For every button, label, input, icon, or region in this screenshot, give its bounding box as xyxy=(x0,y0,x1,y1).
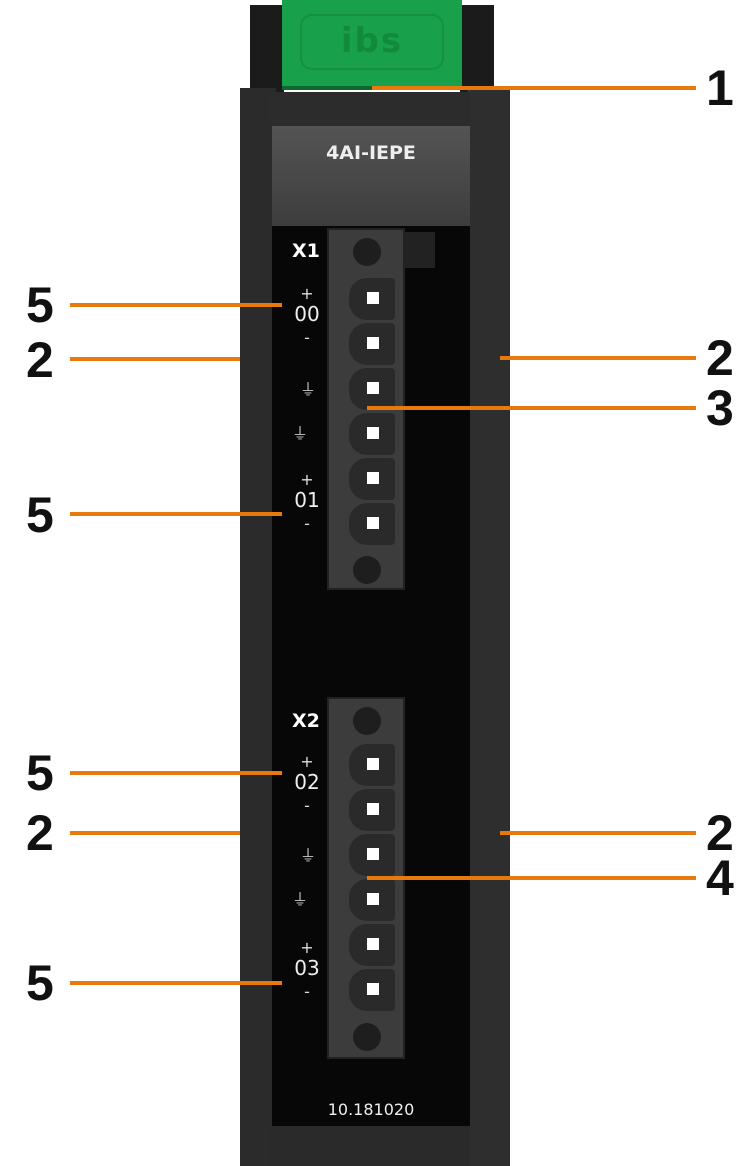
left-rail xyxy=(240,88,276,1166)
plus-mark: + xyxy=(300,752,314,771)
screw-hole xyxy=(353,238,381,266)
plus-mark: + xyxy=(300,470,314,489)
terminal-pin xyxy=(349,278,395,320)
connector-label-x2: X2 xyxy=(292,710,320,732)
callout-number-1: 1 xyxy=(706,60,734,116)
minus-mark: - xyxy=(304,982,310,1001)
callout-line-4 xyxy=(367,876,696,880)
terminal-pin xyxy=(349,834,395,876)
callout-number-5: 5 xyxy=(26,277,54,333)
connector-clip xyxy=(405,232,435,268)
connector-label-x1: X1 xyxy=(292,240,320,262)
terminal-pin xyxy=(349,323,395,365)
callout-line-5 xyxy=(70,303,282,307)
ground-icon: ⏚ xyxy=(300,380,317,399)
callout-number-5: 5 xyxy=(26,955,54,1011)
callout-number-5: 5 xyxy=(26,745,54,801)
screw-hole xyxy=(353,1023,381,1051)
module-name: 4AI-IEPE xyxy=(326,142,416,164)
callout-number-3: 3 xyxy=(706,380,734,436)
minus-mark: - xyxy=(304,796,310,815)
callout-number-2: 2 xyxy=(26,332,54,388)
label-panel xyxy=(272,126,470,226)
channel-01: 01 xyxy=(294,488,320,512)
brand-logo: ibs xyxy=(300,14,444,70)
callout-line-5 xyxy=(70,512,282,516)
connector-x2[interactable] xyxy=(327,697,405,1059)
terminal-pin xyxy=(349,458,395,500)
callout-number-2: 2 xyxy=(26,805,54,861)
terminal-pin xyxy=(349,879,395,921)
channel-02: 02 xyxy=(294,770,320,794)
terminal-pin xyxy=(349,368,395,410)
callout-line-1 xyxy=(372,86,696,90)
callout-number-2: 2 xyxy=(706,330,734,386)
bottom-bar xyxy=(270,1126,470,1166)
shield-ground-icon: ⏚ xyxy=(292,890,309,909)
channel-03: 03 xyxy=(294,956,320,980)
screw-hole xyxy=(353,556,381,584)
top-right-tab xyxy=(460,5,494,100)
callout-line-2 xyxy=(500,356,696,360)
callout-line-5 xyxy=(70,981,282,985)
shield-ground-icon: ⏚ xyxy=(292,424,309,443)
right-rail xyxy=(468,88,510,1166)
screw-hole xyxy=(353,707,381,735)
terminal-pin xyxy=(349,789,395,831)
ground-icon: ⏚ xyxy=(300,846,317,865)
callout-line-2 xyxy=(70,831,240,835)
terminal-pin xyxy=(349,503,395,545)
terminal-pin xyxy=(349,924,395,966)
channel-00: 00 xyxy=(294,302,320,326)
callout-line-2 xyxy=(70,357,240,361)
callout-line-5 xyxy=(70,771,282,775)
callout-number-4: 4 xyxy=(706,850,734,906)
top-left-tab xyxy=(250,5,284,100)
terminal-pin xyxy=(349,413,395,455)
callout-line-3 xyxy=(367,406,696,410)
terminal-pin xyxy=(349,744,395,786)
terminal-pin xyxy=(349,969,395,1011)
part-number: 10.181020 xyxy=(327,1100,415,1119)
plus-mark: + xyxy=(300,938,314,957)
minus-mark: - xyxy=(304,514,310,533)
callout-number-2: 2 xyxy=(706,805,734,861)
plus-mark: + xyxy=(300,284,314,303)
top-bar xyxy=(270,92,470,127)
callout-number-5: 5 xyxy=(26,487,54,543)
callout-line-2 xyxy=(500,831,696,835)
minus-mark: - xyxy=(304,328,310,347)
